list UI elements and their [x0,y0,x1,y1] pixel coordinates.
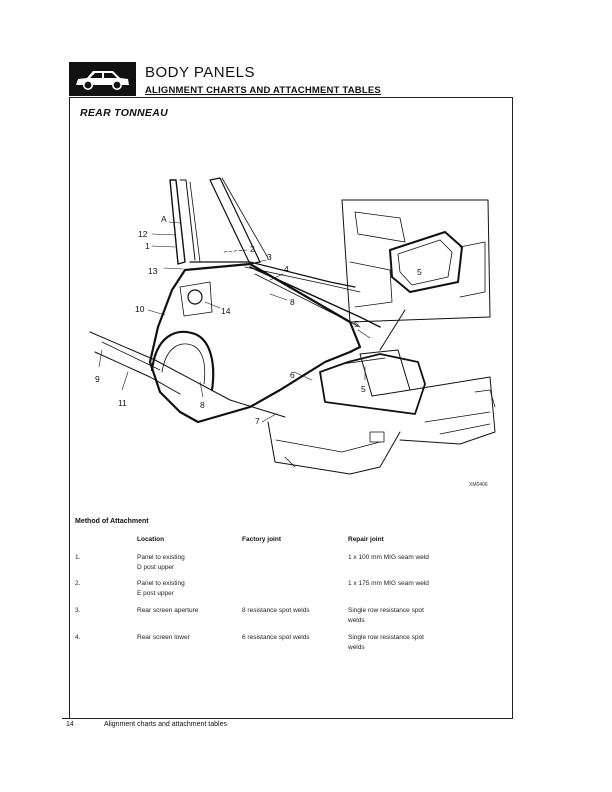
column-header-repair: Repair joint [348,536,384,543]
callout-14: 14 [221,306,231,316]
callout-13: 13 [148,266,158,276]
callout-5-mid: 5 [354,319,359,329]
callout-1: 1 [145,241,150,251]
rear-tonneau-diagram: A 12 1 2 3 13 4 8 10 14 5 5 5 6 9 11 8 7 [89,177,496,475]
row-4-repair: Single row resistance spot welds [348,634,424,651]
callout-9: 9 [95,374,100,384]
callout-10: 10 [135,304,145,314]
row-3-repair: Single row resistance spot welds [348,607,424,624]
row-2-repair: 1 x 175 mm MIG seam weld [348,580,429,587]
page-title: BODY PANELS [145,64,255,81]
column-header-location: Location [137,536,165,543]
row-2-number: 2. [75,580,81,587]
detail-inset [341,199,491,323]
sill-line [89,331,286,418]
row-1-location: Panel to existing D post upper [137,554,185,571]
quarter-panel [148,262,362,424]
wheel-arch [150,330,215,392]
row-1-repair: 1 x 100 mm MIG seam weld [348,554,429,561]
logo-badge [69,62,136,96]
row-3-factory: 8 resistance spot welds [242,607,310,614]
callout-8-upper: 8 [290,297,295,307]
callout-4: 4 [284,264,289,274]
callout-12: 12 [138,229,148,239]
attachment-title: Method of Attachment [75,518,149,525]
row-3-location: Rear screen aperture [137,607,199,614]
page-number: 14 [66,721,74,728]
section-title: REAR TONNEAU [80,107,168,119]
callout-5-lower: 5 [361,384,366,394]
page-subtitle: ALIGNMENT CHARTS AND ATTACHMENT TABLES [145,85,381,96]
row-3-number: 3. [75,607,81,614]
callout-7: 7 [255,416,260,426]
callout-6: 6 [290,370,295,380]
inset-pointer [379,309,406,351]
rear-valance [267,421,401,475]
footer-text: Alignment charts and attachment tables [104,721,227,728]
inset-panel [389,231,463,293]
column-header-factory: Factory joint [242,536,282,543]
callout-5-inset: 5 [417,267,422,277]
sill-line-lower [94,351,181,395]
callout-3: 3 [267,252,272,262]
row-4-number: 4. [75,634,81,641]
callout-11: 11 [118,398,127,408]
row-4-location: Rear screen lower [137,634,190,641]
row-1-number: 1. [75,554,81,561]
e-post [209,177,261,265]
rear-end [319,353,426,415]
rear-screen-lower [189,261,356,288]
callout-8-lower: 8 [200,400,205,410]
callout-A: A [161,214,167,224]
content-frame [69,97,513,718]
car-icon [76,71,129,90]
floor-structure [399,376,496,445]
diagram-reference-code: XM0406 [469,482,488,488]
d-post [169,179,186,265]
footer-divider [62,718,513,719]
callout-2: 2 [250,244,255,254]
side-panel-top [249,266,381,328]
row-4-factory: 6 resistance spot welds [242,634,310,641]
row-2-location: Panel to existing E post upper [137,580,185,597]
fuel-filler [187,289,203,305]
